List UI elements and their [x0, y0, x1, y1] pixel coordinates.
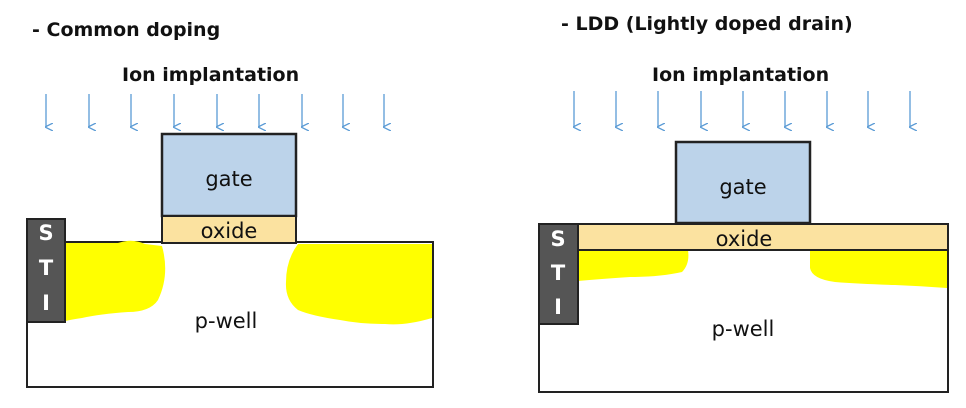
ion-arrows	[46, 94, 384, 127]
p-well-label: p-well	[195, 309, 258, 333]
sti-letter: T	[551, 261, 566, 285]
drain-ldd-region	[810, 250, 947, 288]
oxide-layer	[161, 215, 297, 244]
sti-letter: I	[554, 295, 562, 319]
sti-letter: S	[550, 227, 565, 251]
sti-block	[538, 223, 579, 325]
gate-block	[160, 132, 298, 218]
common-doping-title: - Common doping	[32, 19, 220, 41]
source-doping-region	[62, 240, 166, 322]
oxide-label: oxide	[716, 227, 773, 251]
ion-arrows	[574, 91, 910, 127]
ion-implantation-label: Ion implantation	[652, 64, 829, 86]
gate-block	[674, 140, 812, 225]
sti-block	[26, 218, 66, 323]
gate-label: gate	[719, 175, 766, 199]
oxide-layer	[575, 223, 949, 251]
oxide-label: oxide	[201, 219, 258, 243]
ion-implantation-label: Ion implantation	[122, 64, 299, 86]
common-doping-panel: - Common doping Ion implantation S T I g…	[26, 19, 434, 388]
ldd-panel: - LDD (Lightly doped drain) Ion implanta…	[538, 13, 949, 393]
p-well-label: p-well	[712, 317, 775, 341]
ldd-title: - LDD (Lightly doped drain)	[561, 13, 853, 35]
source-ldd-region	[578, 250, 689, 281]
sti-letter: I	[42, 291, 50, 315]
sti-letter: T	[39, 256, 54, 280]
drain-doping-region	[285, 244, 432, 325]
gate-label: gate	[205, 167, 252, 191]
sti-letter: S	[38, 221, 53, 245]
